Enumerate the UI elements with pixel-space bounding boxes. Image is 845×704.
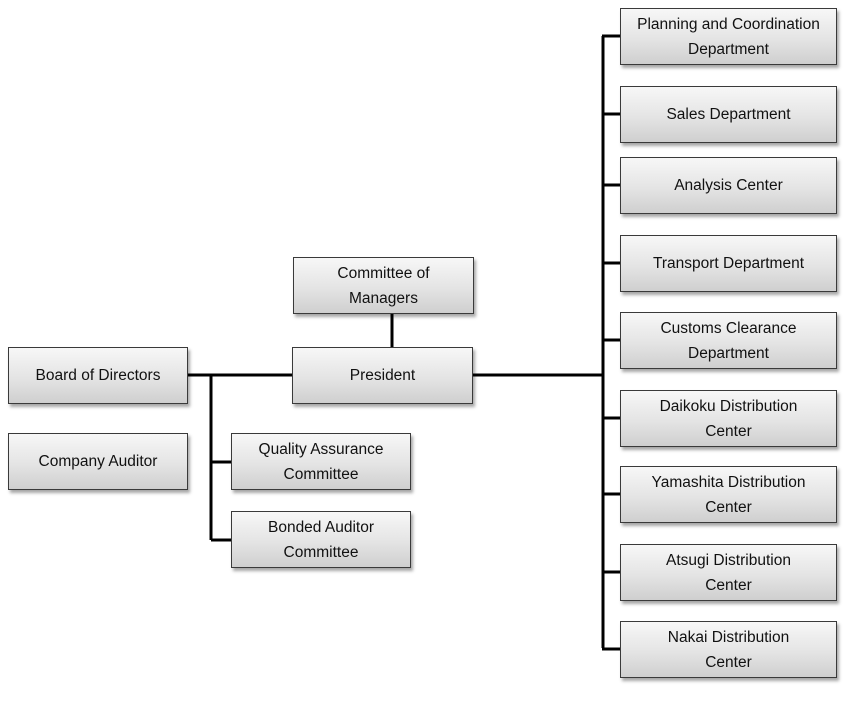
company-auditor-label: Company Auditor: [38, 453, 158, 470]
department-label: Planning and Coordination Department: [637, 15, 820, 58]
department-box: Nakai Distribution Center: [620, 621, 837, 678]
department-label: Daikoku Distribution Center: [659, 397, 798, 440]
board-of-directors-box: Board of Directors: [8, 347, 188, 404]
department-label: Customs Clearance Department: [660, 319, 797, 362]
department-label: Atsugi Distribution Center: [666, 551, 791, 594]
quality-assurance-committee-label: Quality Assurance Committee: [258, 440, 384, 483]
president-label: President: [349, 367, 416, 384]
bonded-auditor-committee-box: Bonded Auditor Committee: [231, 511, 411, 568]
department-label: Yamashita Distribution Center: [651, 473, 806, 516]
department-label: Transport Department: [652, 255, 805, 272]
quality-assurance-committee-box: Quality Assurance Committee: [231, 433, 411, 490]
company-auditor-box: Company Auditor: [8, 433, 188, 490]
department-box: Customs Clearance Department: [620, 312, 837, 369]
bonded-auditor-committee-label: Bonded Auditor Committee: [267, 518, 374, 561]
committee-of-managers-label: Committee of Managers: [337, 264, 430, 307]
department-label: Nakai Distribution Center: [667, 628, 790, 671]
department-box: Analysis Center: [620, 157, 837, 214]
department-box: Atsugi Distribution Center: [620, 544, 837, 601]
department-label: Sales Department: [666, 106, 791, 123]
department-box: Yamashita Distribution Center: [620, 466, 837, 523]
board-of-directors-label: Board of Directors: [35, 367, 161, 384]
president-box: President: [292, 347, 473, 404]
department-box: Planning and Coordination Department: [620, 8, 837, 65]
department-label: Analysis Center: [674, 177, 783, 194]
department-box: Daikoku Distribution Center: [620, 390, 837, 447]
department-box: Transport Department: [620, 235, 837, 292]
department-box: Sales Department: [620, 86, 837, 143]
committee-of-managers-box: Committee of Managers: [293, 257, 474, 314]
